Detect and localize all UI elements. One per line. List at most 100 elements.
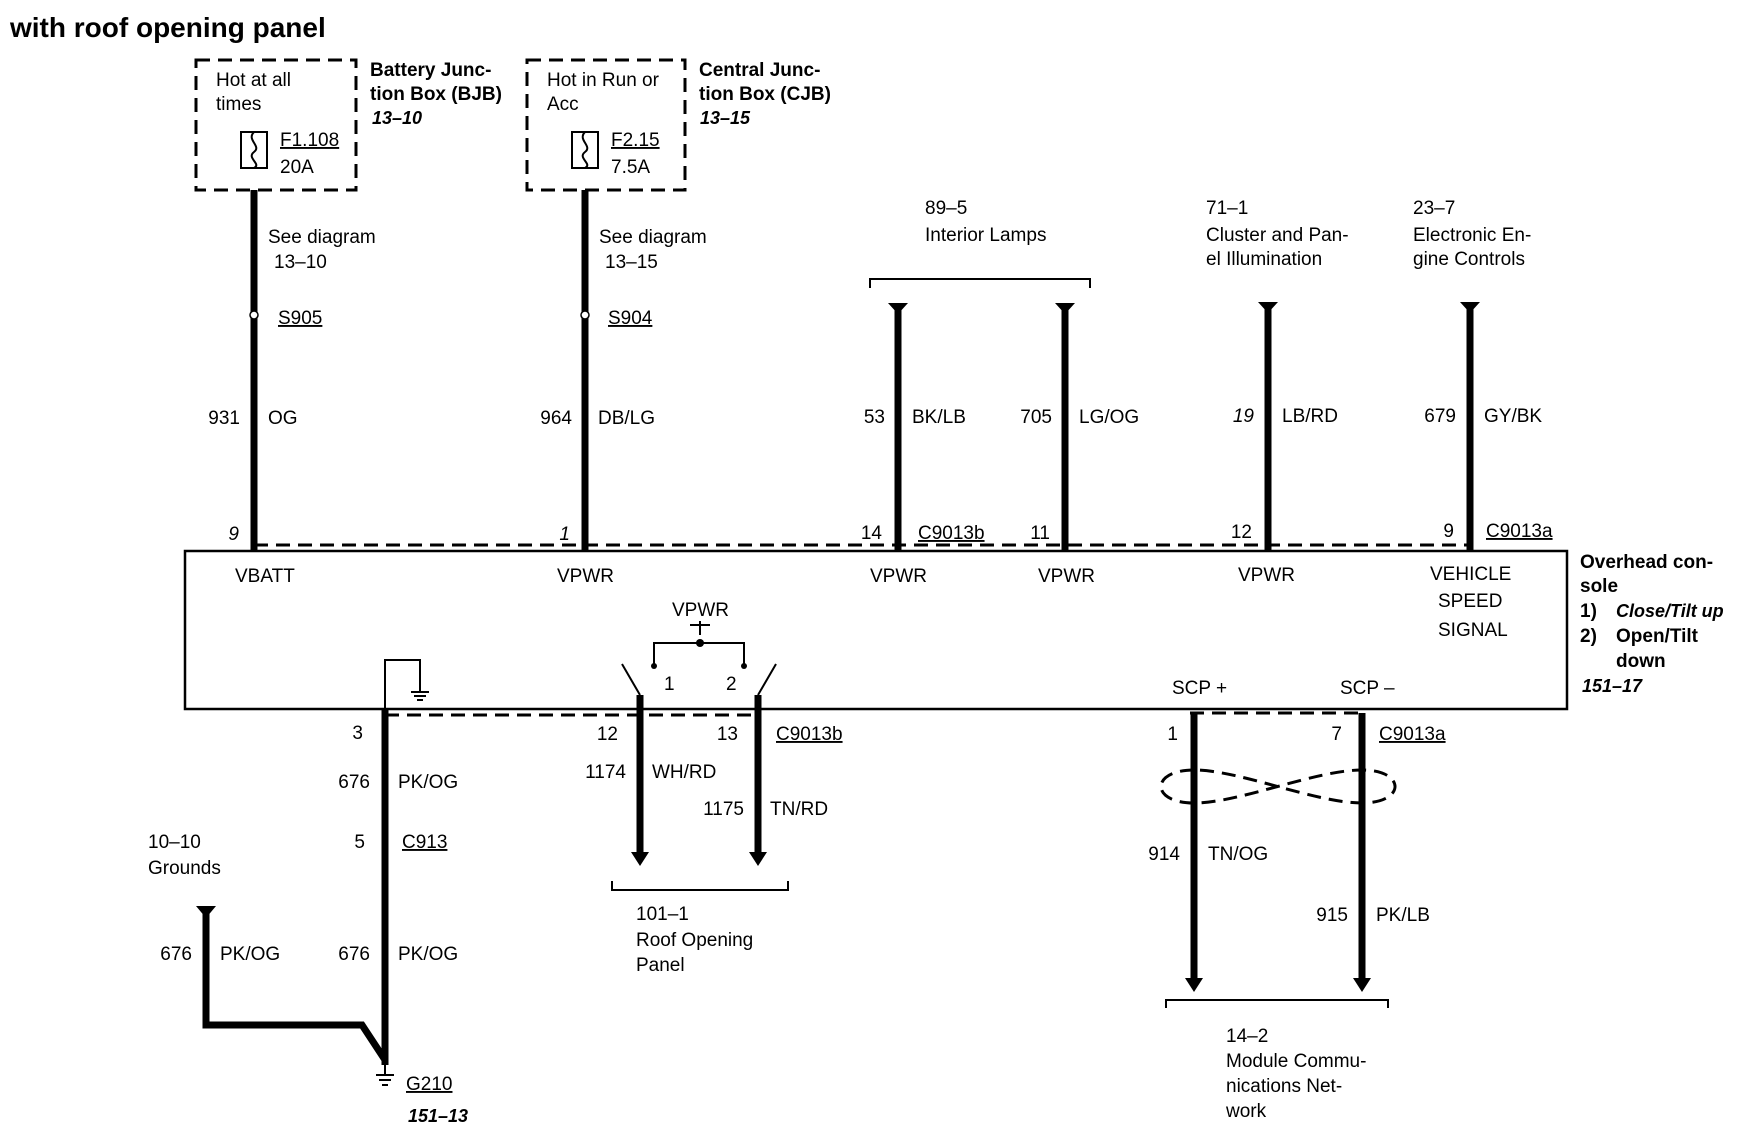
wire-676-2-circuit: 676	[338, 944, 370, 965]
see-diagram-2-line1: See diagram	[599, 227, 707, 248]
switch-icon	[621, 621, 777, 696]
signal-vss-3: SIGNAL	[1438, 620, 1508, 641]
wire-915-circuit: 915	[1316, 905, 1348, 926]
connector-c9013b-bottom: C9013b	[776, 724, 843, 745]
network-name-3: work	[1225, 1101, 1267, 1122]
scp-plus: SCP +	[1172, 678, 1227, 699]
switch-pos-1: 1	[664, 674, 675, 695]
wire-53-circuit: 53	[864, 407, 885, 428]
wire-915-arrow-icon	[1353, 978, 1371, 992]
wire-676-color: PK/OG	[398, 772, 458, 793]
cjb-hot-label-1: Hot in Run or	[547, 70, 660, 91]
cjb-name-2: tion Box (CJB)	[699, 84, 831, 105]
cluster-page: 71–1	[1206, 198, 1248, 219]
wire-705-circuit: 705	[1020, 407, 1052, 428]
fuse-icon	[240, 131, 268, 169]
fuse-icon	[571, 131, 599, 169]
roof-name-1: Roof Opening	[636, 930, 753, 951]
wire-676-2-color: PK/OG	[398, 944, 458, 965]
wire-964-circuit: 964	[540, 408, 572, 429]
wire-915-color: PK/LB	[1376, 905, 1430, 926]
scp-pin-2: 7	[1331, 724, 1342, 745]
signal-vpwr-2: VPWR	[870, 566, 927, 587]
see-diagram-1-line1: See diagram	[268, 227, 376, 248]
ground-pin: 3	[352, 723, 363, 744]
scp-minus: SCP –	[1340, 678, 1395, 699]
wire-1174-arrow-icon	[631, 852, 649, 866]
wire-676-grounds	[202, 908, 388, 1062]
engine-page: 23–7	[1413, 198, 1455, 219]
connector-c913: C913	[402, 832, 447, 853]
wire-705-color: LG/OG	[1079, 407, 1139, 428]
see-diagram-2-line2: 13–15	[605, 252, 658, 273]
internal-ground-path	[384, 659, 421, 710]
wire-1175-arrow-icon	[749, 852, 767, 866]
module-item1-num: 1)	[1580, 601, 1597, 622]
module-item2-2: down	[1616, 651, 1666, 672]
wire-1174-circuit: 1174	[585, 762, 626, 783]
connector-c9013a-bottom: C9013a	[1379, 724, 1446, 745]
wire-53-color: BK/LB	[912, 407, 966, 428]
splice-s905: S905	[278, 308, 322, 329]
grounds-color: PK/OG	[220, 944, 280, 965]
bjb-hot-label-1: Hot at all	[216, 70, 291, 91]
wire-931-color: OG	[268, 408, 298, 429]
module-item1: Close/Tilt up	[1616, 601, 1724, 621]
cjb-fuse-rating: 7.5A	[611, 157, 650, 178]
module-item2-1: Open/Tilt	[1616, 626, 1699, 647]
bjb-fuse-id: F1.108	[280, 130, 339, 151]
wire-19-color: LB/RD	[1282, 406, 1338, 427]
cjb-fuse-id: F2.15	[611, 130, 660, 151]
grounds-name: Grounds	[148, 858, 221, 879]
roof-pin-2: 13	[717, 724, 738, 745]
connector-c9013a-top: C9013a	[1486, 521, 1553, 542]
network-name-1: Module Commu-	[1226, 1051, 1366, 1072]
roof-name-2: Panel	[636, 955, 685, 976]
splice-s904: S904	[608, 308, 653, 329]
signal-vpwr-3: VPWR	[1038, 566, 1095, 587]
wire-679-circuit: 679	[1424, 406, 1456, 427]
pin-931: 9	[228, 524, 239, 545]
module-name-1: Overhead con-	[1580, 552, 1713, 573]
signal-vpwr-1: VPWR	[557, 566, 614, 587]
bjb-fuse-rating: 20A	[280, 157, 314, 178]
signal-vbatt: VBATT	[235, 566, 295, 587]
ground-icon	[411, 688, 429, 701]
roof-page: 101–1	[636, 904, 689, 925]
wire-914-arrow-icon	[1185, 978, 1203, 992]
interior-lamps-bracket	[869, 278, 1091, 288]
module-page-ref: 151–17	[1582, 676, 1643, 696]
twisted-pair-icon	[1159, 768, 1397, 805]
wire-1175-color: TN/RD	[770, 799, 828, 820]
wire-1174-color: WH/RD	[652, 762, 716, 783]
splice-s904-dot	[580, 310, 590, 320]
module-name-2: sole	[1580, 576, 1618, 597]
wire-914-circuit: 914	[1148, 844, 1180, 865]
wire-1175-circuit: 1175	[703, 799, 744, 820]
wire-676-circuit: 676	[338, 772, 370, 793]
signal-vss-2: SPEED	[1438, 591, 1502, 612]
bjb-name-1: Battery Junc-	[370, 60, 491, 81]
switch-vpwr-label: VPWR	[672, 600, 729, 621]
network-name-2: nications Net-	[1226, 1076, 1342, 1097]
connector-c9013b-top: C9013b	[918, 523, 985, 544]
ground-page-ref: 151–13	[408, 1106, 468, 1126]
wire-964-color: DB/LG	[598, 408, 655, 429]
signal-vpwr-4: VPWR	[1238, 565, 1295, 586]
pin-705: 11	[1030, 523, 1050, 544]
wire-19-circuit: 19	[1233, 406, 1255, 427]
cluster-name-2: el Illumination	[1206, 249, 1322, 270]
overhead-console-box	[183, 549, 1569, 711]
roof-bracket	[611, 881, 789, 891]
wire-679-color: GY/BK	[1484, 406, 1542, 427]
interior-lamps-name: Interior Lamps	[925, 225, 1046, 246]
wire-931-circuit: 931	[208, 408, 240, 429]
engine-name-1: Electronic En-	[1413, 225, 1531, 246]
interior-lamps-page: 89–5	[925, 198, 967, 219]
cjb-page-ref: 13–15	[700, 108, 751, 128]
diagram-title: with roof opening panel	[9, 12, 326, 43]
cjb-name-1: Central Junc-	[699, 60, 820, 81]
bjb-box	[194, 58, 358, 192]
ground-icon	[376, 1065, 394, 1086]
module-item2-num: 2)	[1580, 626, 1597, 647]
